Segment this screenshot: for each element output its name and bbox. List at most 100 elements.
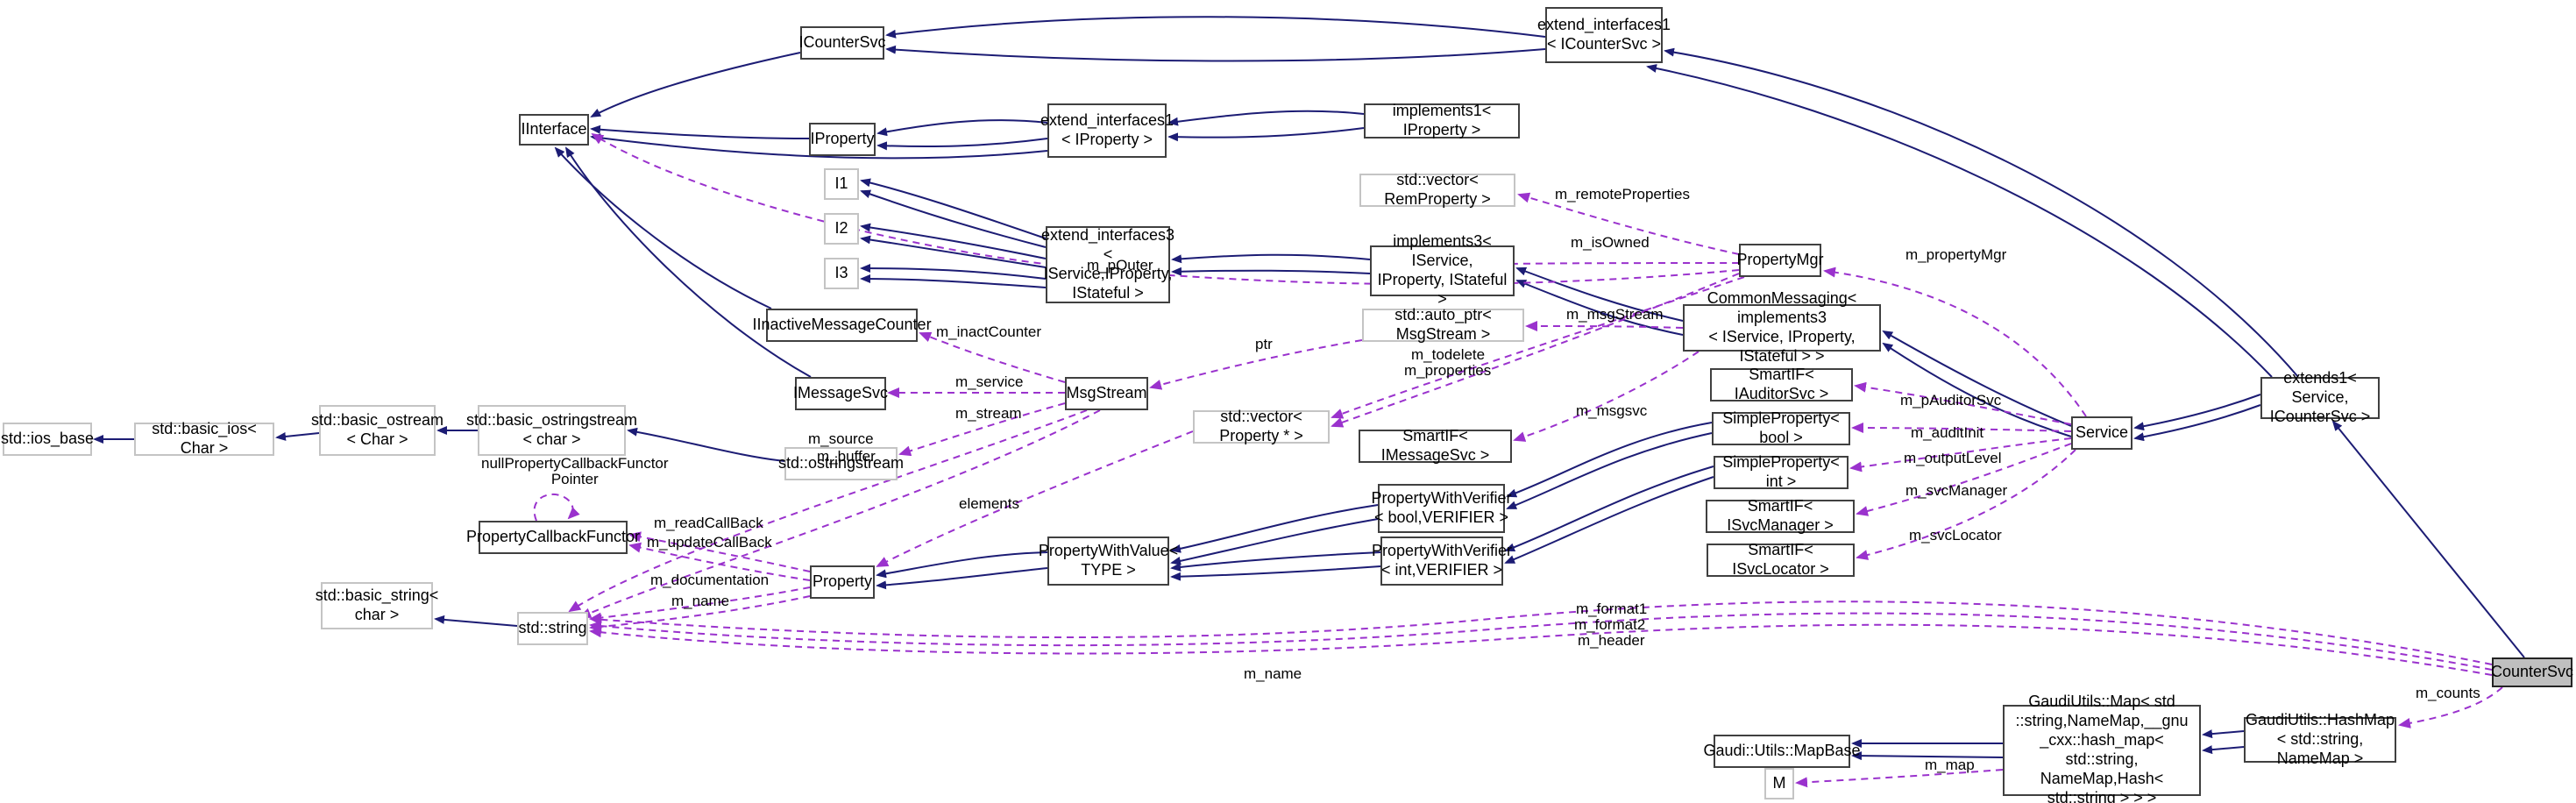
edge-eu5-usage — [1525, 321, 1684, 332]
node-msgstream[interactable]: MsgStream — [1065, 377, 1148, 410]
edge-ei4a-inheritance — [1646, 64, 2273, 378]
edge-label-m-buffer: m_buffer — [817, 448, 876, 465]
edge-label-m-documentation: m_documentation — [650, 572, 770, 588]
node-extend-interfaces3[interactable]: extend_interfaces3 < IService,IProperty,… — [1041, 226, 1174, 303]
edge-label-m-auditinit: m_auditInit — [1911, 424, 1984, 441]
edge-ei26b-inheritance — [1506, 432, 1713, 509]
node-std-string[interactable]: std::string — [517, 612, 588, 645]
node-implements1-iproperty[interactable]: implements1< IProperty > — [1364, 102, 1520, 139]
node-propertymgr[interactable]: PropertyMgr — [1736, 244, 1824, 277]
edge-ei14a-inheritance — [1515, 266, 1684, 322]
edge-label-m-name-left: m_name — [671, 593, 730, 609]
edge-ei29a-inheritance — [2202, 729, 2245, 739]
node-propertycallbackfunctor[interactable]: PropertyCallbackFunctor — [466, 521, 640, 554]
node-i3[interactable]: I3 — [824, 258, 859, 289]
node-smartif-imessagesvc[interactable]: SmartIF< IMessageSvc > — [1359, 427, 1512, 464]
node-ios-base[interactable]: std::ios_base — [1, 423, 94, 456]
edge-label-m-name-bottom: m_name — [1244, 665, 1302, 682]
edge-label-m-pouter: m_pOuter — [1087, 257, 1153, 274]
node-ostringstream[interactable]: std::ostringstream — [778, 447, 904, 480]
node-basic-string[interactable]: std::basic_string< char > — [316, 582, 438, 629]
node-basic-ostringstream[interactable]: std::basic_ostringstream < char > — [466, 405, 637, 456]
edge-label-m-format1: m_format1 — [1576, 600, 1648, 617]
edge-ei5-inheritance — [590, 52, 801, 117]
edge-eu19e-usage — [1856, 449, 2076, 560]
edge-ei2b-inheritance — [876, 138, 1048, 151]
node-extend-interfaces1-icountersvc[interactable]: extend_interfaces1 < ICounterSvc > — [1537, 7, 1671, 63]
node-propertywithvalue[interactable]: PropertyWithValue< TYPE > — [1039, 537, 1178, 586]
edge-label-m-svcmanager: m_svcManager — [1905, 482, 2008, 499]
node-basic-ostream[interactable]: std::basic_ostream < Char > — [311, 405, 444, 456]
edge-ei15a-inheritance — [1882, 330, 2072, 427]
edge-ei10b-inheritance — [860, 189, 1047, 248]
edge-label-m-inactcounter: m_inactCounter — [936, 323, 1042, 340]
node-imessagesvc[interactable]: IMessageSvc — [793, 377, 888, 410]
edge-ei15b-inheritance — [1882, 342, 2072, 437]
node-vector-remproperty[interactable]: std::vector< RemProperty > — [1359, 171, 1515, 208]
edge-label-m-stream: m_stream — [955, 405, 1022, 422]
node-propertywithverifier-bool[interactable]: PropertyWithVerifier < bool,VERIFIER > — [1371, 484, 1512, 533]
edge-eu6-usage — [1149, 339, 1363, 390]
node-iproperty[interactable]: IProperty — [809, 123, 876, 156]
node-service[interactable]: Service — [2071, 416, 2132, 450]
node-smartif-isvcmanager[interactable]: SmartIF< ISvcManager > — [1706, 497, 1855, 534]
edge-ei24a-inheritance — [1170, 504, 1379, 553]
edge-ei11a-inheritance — [860, 223, 1047, 259]
node-iinactivemessagecounter[interactable]: IInactiveMessageCounter — [752, 309, 932, 342]
node-auto-ptr-msgstream[interactable]: std::auto_ptr< MsgStream > — [1362, 306, 1524, 343]
edge-label-m-svclocator: m_svcLocator — [1909, 527, 2002, 544]
edge-eu14-usage — [578, 409, 1101, 618]
edge-ei28b-inheritance — [1851, 751, 2004, 761]
edge-eu19d-usage — [1856, 443, 2072, 516]
node-simpleproperty-int[interactable]: SimpleProperty< int > — [1714, 453, 1849, 490]
edge-eu20c-usage — [589, 623, 2493, 676]
edge-ei12a-inheritance — [860, 264, 1047, 280]
edge-ei26a-inheritance — [1506, 422, 1713, 498]
edge-label-elements: elements — [959, 495, 1019, 512]
node-m[interactable]: M — [1764, 768, 1794, 799]
edge-label-m-propertymgr: m_propertyMgr — [1905, 246, 2007, 263]
edge-label-m-readcallback: m_readCallBack — [654, 515, 763, 531]
edge-ei14b-inheritance — [1515, 280, 1684, 336]
edge-eu12-usage — [898, 402, 1066, 457]
node-implements3[interactable]: implements3< IService, IProperty, IState… — [1370, 232, 1515, 308]
edge-label-ptr: ptr — [1255, 336, 1273, 352]
edge-ei16b-inheritance — [2133, 404, 2261, 442]
edge-eu13-usage — [568, 409, 1088, 613]
node-mapbase[interactable]: Gaudi::Utils::MapBase — [1703, 735, 1861, 768]
edge-ei3b-inheritance — [1167, 127, 1365, 142]
node-countersvc[interactable]: CounterSvc — [2491, 657, 2573, 687]
node-smartif-iauditorsvc[interactable]: SmartIF< IAuditorSvc > — [1710, 366, 1853, 402]
edge-ei16a-inheritance — [2133, 394, 2261, 431]
edge-label-m-header: m_header — [1578, 632, 1645, 649]
node-basic-ios[interactable]: std::basic_ios< Char > — [134, 420, 274, 457]
node-extend-interfaces1-iproperty[interactable]: extend_interfaces1 < IProperty > — [1040, 103, 1174, 158]
edge-label-m-properties: m_properties — [1404, 362, 1492, 379]
edge-eu18b-usage — [589, 595, 811, 632]
edge-ei3a-inheritance — [1167, 110, 1365, 126]
edge-ei12b-inheritance — [860, 274, 1047, 288]
edge-eu1-usage — [1517, 192, 1740, 255]
node-gaudiutils-map[interactable]: GaudiUtils::Map< std ::string,NameMap,__… — [2003, 693, 2201, 803]
node-property[interactable]: Property — [810, 565, 875, 599]
edge-ei27a-inheritance — [1504, 465, 1714, 552]
node-i1[interactable]: I1 — [824, 168, 859, 200]
node-gaudiutils-hashmap[interactable]: GaudiUtils::HashMap < std::string, NameM… — [2244, 711, 2396, 767]
edge-ei10a-inheritance — [860, 178, 1047, 239]
node-extends1[interactable]: extends1< Service, ICounterSvc > — [2260, 369, 2380, 425]
node-vector-property-ptr[interactable]: std::vector< Property * > — [1193, 408, 1330, 444]
edge-ei6-inheritance — [590, 124, 810, 139]
node-propertywithverifier-int[interactable]: PropertyWithVerifier < int,VERIFIER > — [1372, 537, 1512, 586]
node-iinterface[interactable]: IInterface — [519, 114, 589, 146]
edge-label-m-service: m_service — [955, 373, 1024, 390]
node-icountersvc[interactable]: ICounterSvc — [798, 26, 886, 60]
node-simpleproperty-bool[interactable]: SimpleProperty< bool > — [1712, 409, 1850, 446]
edge-ei13a-inheritance — [1171, 253, 1371, 264]
node-i2[interactable]: I2 — [824, 213, 859, 245]
edge-label-m-msgsvc: m_msgsvc — [1576, 402, 1648, 419]
edge-ei25a-inheritance — [1170, 551, 1381, 572]
node-commonmessaging[interactable]: CommonMessaging< implements3 < IService,… — [1683, 289, 1881, 365]
edge-ei29b-inheritance — [2202, 745, 2245, 755]
node-smartif-isvclocator[interactable]: SmartIF< ISvcLocator > — [1707, 541, 1855, 578]
